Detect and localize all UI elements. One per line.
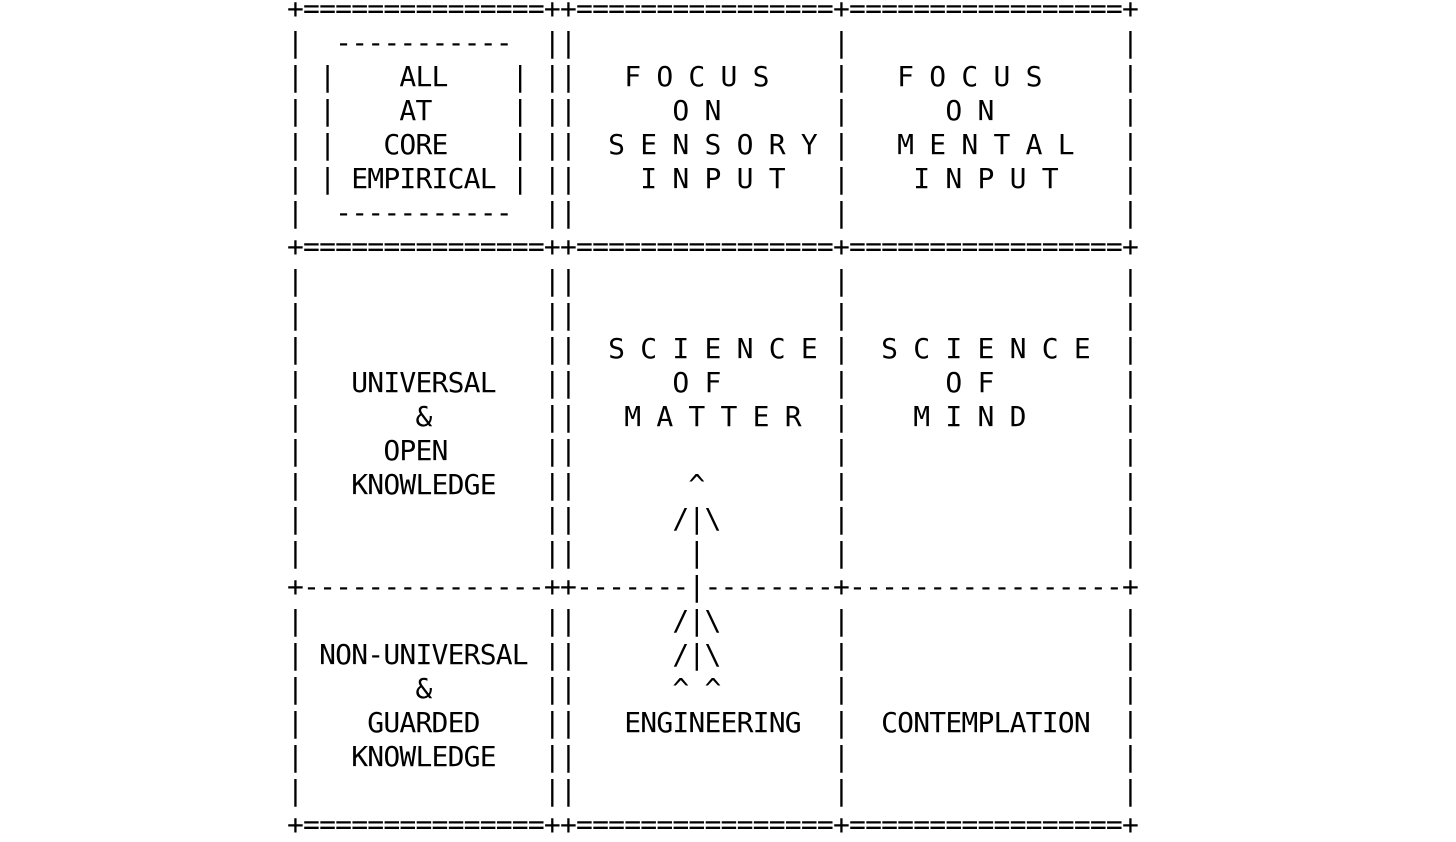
diagram-line: | || | |	[287, 298, 1139, 331]
diagram-line: | | ALL | || F O C U S | F O C U S |	[287, 60, 1139, 93]
diagram-line: | || /|\ | |	[287, 502, 1139, 535]
diagram-line: | | EMPIRICAL | || I N P U T | I N P U T…	[287, 162, 1139, 195]
diagram-line: | & || M A T T E R | M I N D |	[287, 400, 1139, 433]
diagram-line: | KNOWLEDGE || ^ | |	[287, 468, 1139, 501]
diagram-line: | NON-UNIVERSAL || /|\ | |	[287, 638, 1139, 671]
diagram-line: | & || ^ ^ | |	[287, 672, 1139, 705]
diagram-line: | || S C I E N C E | S C I E N C E |	[287, 332, 1139, 365]
diagram-line: +===============++================+=====…	[287, 230, 1139, 263]
diagram-line: | || | |	[287, 774, 1139, 807]
diagram-line: | ----------- || | |	[287, 26, 1139, 59]
diagram-line: | GUARDED || ENGINEERING | CONTEMPLATION…	[287, 706, 1139, 739]
ascii-diagram: +===============++================+=====…	[287, 0, 1139, 842]
diagram-line: | || | | |	[287, 536, 1139, 569]
diagram-line: +===============++================+=====…	[287, 808, 1139, 841]
diagram-line: | | AT | || O N | O N |	[287, 94, 1139, 127]
diagram-line: +===============++================+=====…	[287, 0, 1139, 25]
diagram-line: | KNOWLEDGE || | |	[287, 740, 1139, 773]
diagram-line: +---------------++-------|--------+-----…	[287, 570, 1139, 603]
diagram-line: | OPEN || | |	[287, 434, 1139, 467]
diagram-line: | | CORE | || S E N S O R Y | M E N T A …	[287, 128, 1139, 161]
diagram-line: | ----------- || | |	[287, 196, 1139, 229]
diagram-line: | || /|\ | |	[287, 604, 1139, 637]
diagram-line: | UNIVERSAL || O F | O F |	[287, 366, 1139, 399]
diagram-line: | || | |	[287, 264, 1139, 297]
